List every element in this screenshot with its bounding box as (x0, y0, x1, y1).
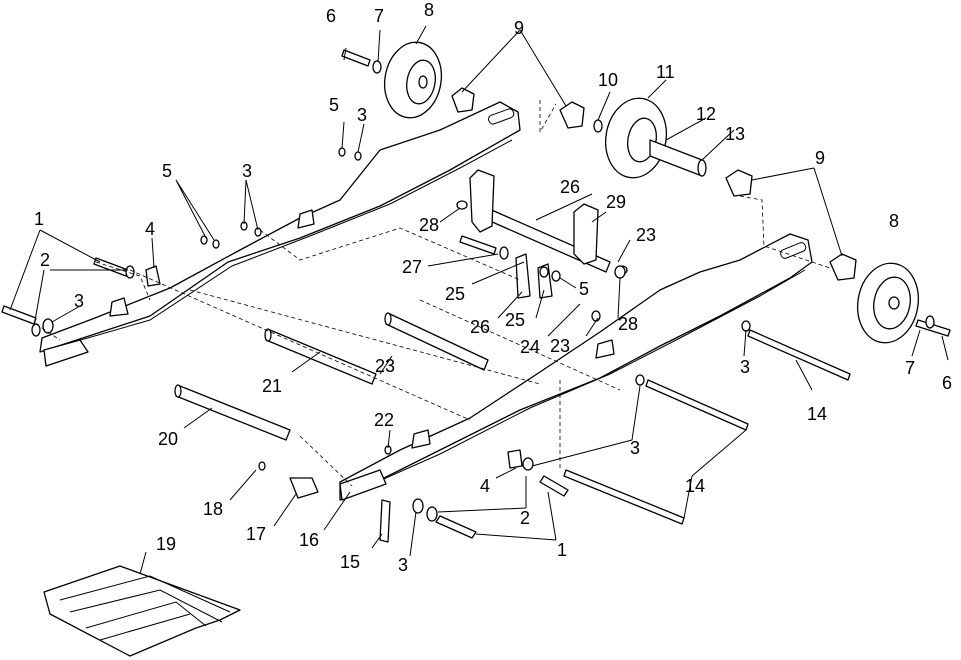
callout-14a: 14 (807, 404, 827, 424)
callout-1a: 1 (34, 209, 44, 229)
callout-labels: 1 1 2 2 3 3 3 3 3 3 4 4 5 5 5 6 6 7 7 8 … (34, 0, 952, 575)
callout-9b: 9 (815, 148, 825, 168)
callout-21: 21 (262, 376, 282, 396)
callout-14b: 14 (685, 476, 705, 496)
callout-22: 22 (374, 410, 394, 430)
callout-7b: 7 (905, 358, 915, 378)
callout-3c: 3 (357, 105, 367, 125)
callout-3e: 3 (630, 438, 640, 458)
callout-1b: 1 (557, 540, 567, 560)
callout-10: 10 (598, 70, 618, 90)
callout-19: 19 (156, 534, 176, 554)
callout-12: 12 (696, 104, 716, 124)
idler-wheels (383, 41, 919, 344)
callout-5b: 5 (329, 95, 339, 115)
callout-26a: 26 (560, 177, 580, 197)
callout-4a: 4 (145, 219, 155, 239)
upper-shaft (456, 169, 628, 275)
callout-7a: 7 (374, 6, 384, 26)
callout-26b: 26 (470, 317, 490, 337)
callout-18: 18 (203, 499, 223, 519)
leader-lines (9, 25, 949, 575)
parts-layer (1, 41, 951, 657)
callout-17: 17 (246, 524, 266, 544)
left-rail (39, 101, 521, 367)
callout-5a: 5 (162, 161, 172, 181)
callout-23a: 23 (375, 356, 395, 376)
callout-15: 15 (340, 552, 360, 572)
callout-16: 16 (299, 530, 319, 550)
callout-28b: 28 (618, 314, 638, 334)
callout-2a: 2 (40, 250, 50, 270)
callout-9a: 9 (514, 18, 524, 38)
cross-shafts (174, 312, 489, 441)
spacers (451, 87, 857, 281)
callout-3d: 3 (740, 357, 750, 377)
callout-8a: 8 (424, 0, 434, 20)
callout-23c: 23 (550, 336, 570, 356)
callout-27: 27 (402, 257, 422, 277)
callout-25a: 25 (445, 284, 465, 304)
callout-11: 11 (656, 62, 675, 82)
callout-3f: 3 (398, 555, 408, 575)
callout-3b: 3 (242, 161, 252, 181)
callout-24: 24 (520, 337, 540, 357)
callout-29: 29 (606, 192, 626, 212)
callout-13: 13 (725, 124, 745, 144)
callout-4b: 4 (480, 476, 490, 496)
callout-8b: 8 (889, 211, 899, 231)
callout-23b: 23 (636, 225, 656, 245)
callout-3a: 3 (74, 291, 84, 311)
callout-2b: 2 (520, 508, 530, 528)
callout-6a: 6 (326, 6, 336, 26)
callout-25b: 25 (505, 310, 525, 330)
callout-5c: 5 (579, 279, 589, 299)
rear-axle-wheel (605, 97, 707, 179)
callout-28a: 28 (419, 215, 439, 235)
callout-20: 20 (158, 429, 178, 449)
track-section (43, 565, 241, 657)
fasteners (1, 49, 951, 543)
callout-6b: 6 (942, 373, 952, 393)
right-rail (339, 233, 813, 501)
